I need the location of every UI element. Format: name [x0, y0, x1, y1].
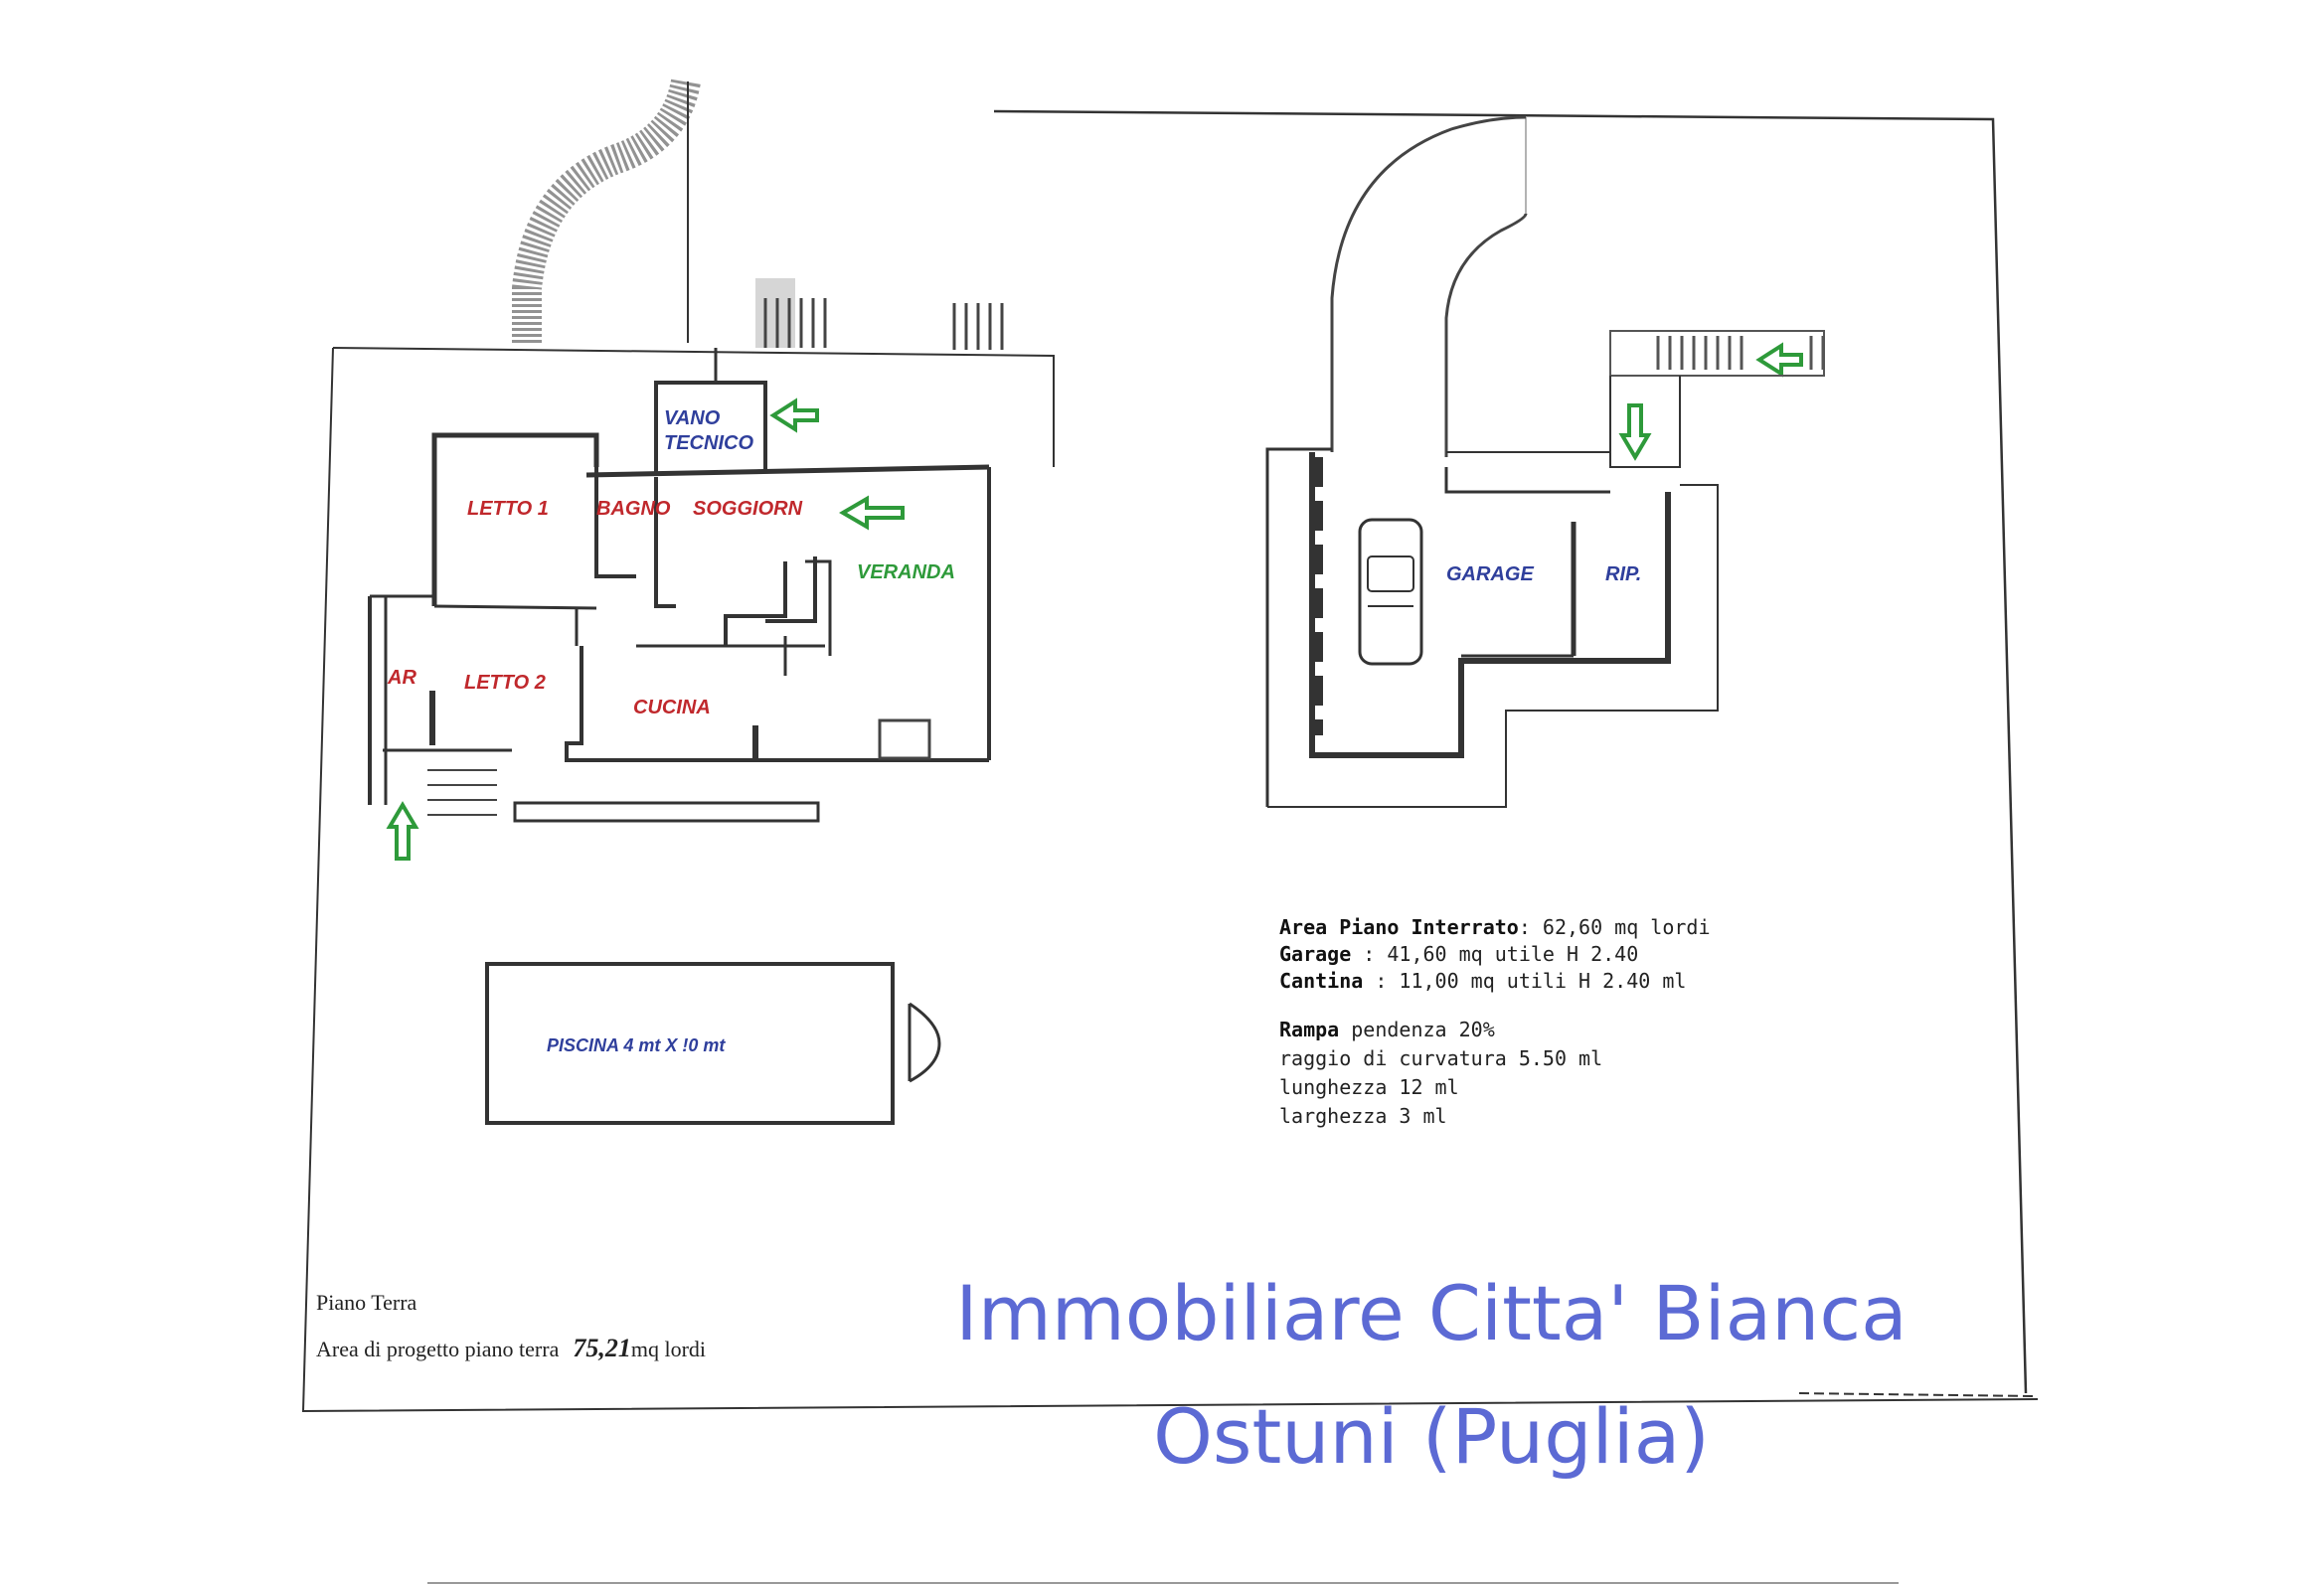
- room-label-letto2: LETTO 2: [464, 672, 546, 694]
- basement-walls: [1265, 115, 1825, 808]
- room-label-soggiorno: SOGGIORN: [693, 498, 803, 520]
- room-label-bagno: BAGNO: [596, 498, 671, 520]
- arrow-left-icon: [839, 495, 905, 531]
- arrow-up-icon: [386, 801, 419, 861]
- site-boundary: [301, 109, 2039, 1584]
- note-lunghezza: lunghezza 12 ml: [1279, 1075, 1459, 1099]
- basement-labels: GARAGE RIP.: [1446, 563, 1641, 585]
- arrow-left-icon: [1755, 342, 1803, 378]
- agency-watermark: Immobiliare Citta' Bianca Ostuni (Puglia…: [955, 1269, 1907, 1481]
- caption-title: Piano Terra: [316, 1290, 417, 1315]
- note-raggio: raggio di curvatura 5.50 ml: [1279, 1046, 1602, 1070]
- basement-notes: Area Piano Interrato: 62,60 mq lordi Gar…: [1279, 915, 1710, 1128]
- room-label-letto1: LETTO 1: [467, 498, 549, 520]
- entrance-path: [512, 78, 1004, 350]
- note-garage: Garage : 41,60 mq utile H 2.40: [1279, 942, 1638, 966]
- note-area-interrato: Area Piano Interrato: 62,60 mq lordi: [1279, 915, 1710, 939]
- pool: [485, 962, 941, 1125]
- room-label-piscina: PISCINA 4 mt X !0 mt: [547, 1035, 726, 1055]
- ground-floor-walls: [368, 348, 991, 823]
- ground-floor-caption: Piano Terra Area di progetto piano terra…: [316, 1290, 706, 1362]
- room-label-tecnico: TECNICO: [664, 432, 753, 454]
- room-label-ar: AR: [387, 667, 416, 689]
- arrow-down-icon: [1618, 403, 1652, 461]
- note-rampa: Rampa pendenza 20%: [1279, 1018, 1495, 1041]
- room-label-cucina: CUCINA: [633, 697, 711, 718]
- note-larghezza: larghezza 3 ml: [1279, 1104, 1447, 1128]
- room-label-veranda: VERANDA: [857, 561, 955, 583]
- access-arrows: [386, 342, 1803, 861]
- arrow-left-icon: [769, 397, 819, 433]
- agency-location: Ostuni (Puglia): [1153, 1392, 1710, 1481]
- ground-floor-labels: VANO TECNICO LETTO 1 BAGNO SOGGIORN VERA…: [387, 407, 955, 1055]
- room-label-garage: GARAGE: [1446, 563, 1534, 585]
- room-label-vano: VANO: [664, 407, 721, 429]
- note-cantina: Cantina : 11,00 mq utili H 2.40 ml: [1279, 969, 1686, 993]
- room-label-rip: RIP.: [1605, 563, 1641, 585]
- agency-name: Immobiliare Citta' Bianca: [955, 1269, 1907, 1357]
- car-icon: [1358, 518, 1423, 666]
